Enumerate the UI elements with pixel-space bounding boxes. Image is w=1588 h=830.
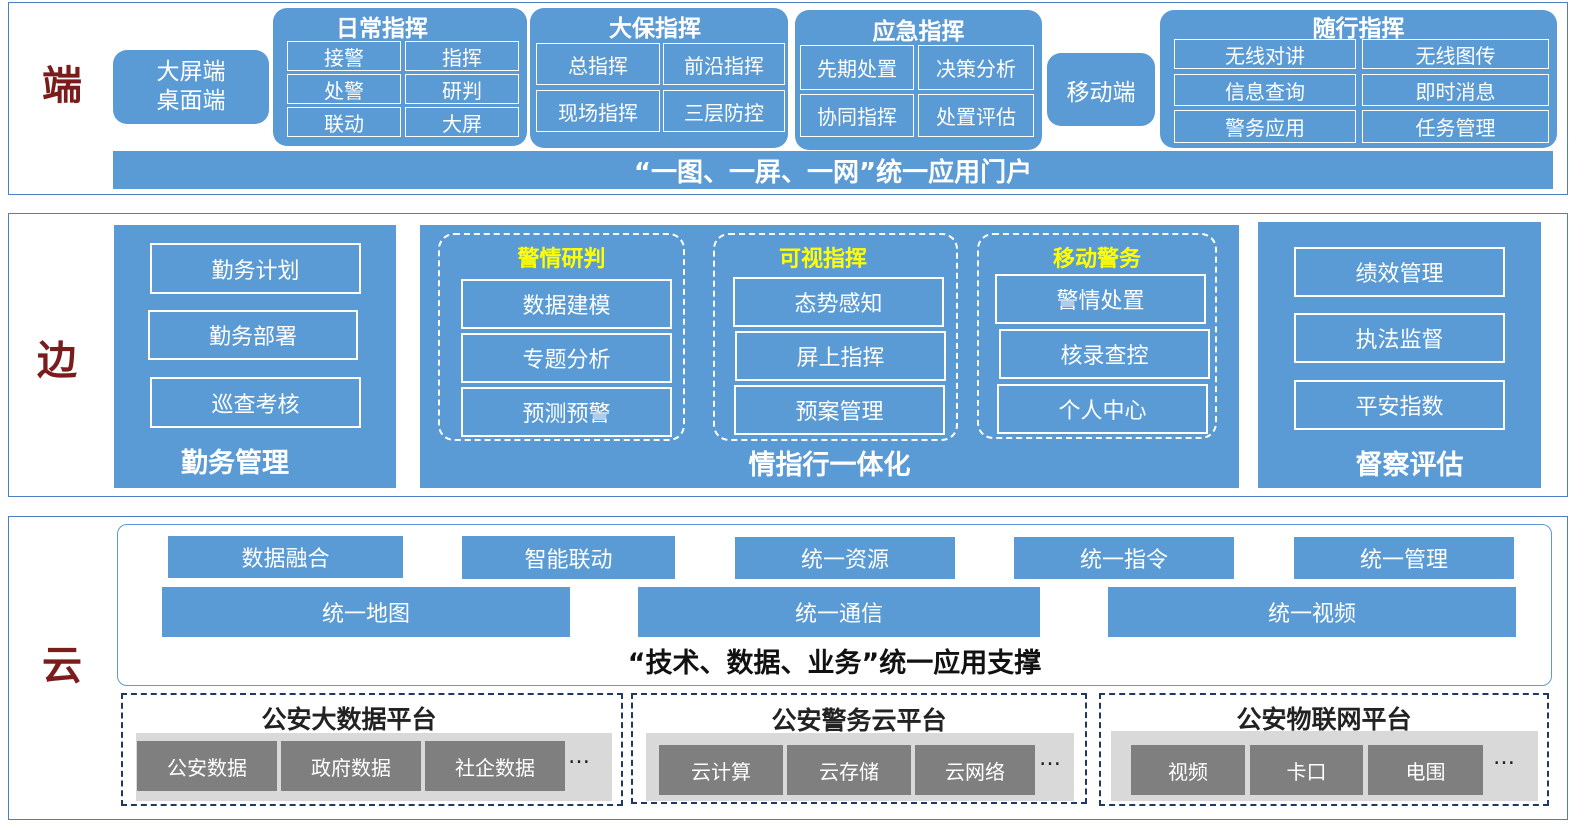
- platform-bigdata-police-data[interactable]: 公安数据: [137, 741, 277, 791]
- group-analysis-frame: [438, 233, 685, 441]
- support-smart-linkage[interactable]: 智能联动: [462, 536, 675, 579]
- unified-portal-bar[interactable]: “一图、一屏、一网”统一应用门户: [113, 151, 1553, 189]
- group-mobile-title: 移动警务: [1052, 247, 1141, 272]
- platform-iot-video[interactable]: 视频: [1131, 745, 1245, 795]
- suixing-item-duijiang[interactable]: 无线对讲: [1174, 39, 1356, 69]
- daily-item-liandong[interactable]: 联动: [287, 107, 401, 137]
- platform-iot-fence[interactable]: 电围: [1368, 745, 1483, 795]
- analysis-item-topic[interactable]: 专题分析: [461, 333, 672, 383]
- screen-end-label: 大屏端: [156, 59, 226, 85]
- suixing-item-chaxun[interactable]: 信息查询: [1174, 74, 1356, 106]
- platform-cloud-computing[interactable]: 云计算: [659, 745, 783, 795]
- platform-bigdata-social-data[interactable]: 社企数据: [425, 741, 565, 791]
- group-mobile-frame: [977, 233, 1217, 439]
- platform-bigdata-frame: [121, 693, 623, 806]
- group-analysis-title: 警情研判: [517, 247, 606, 272]
- analysis-item-modeling[interactable]: 数据建模: [461, 279, 672, 329]
- support-unified-command[interactable]: 统一指令: [1014, 537, 1234, 579]
- desktop-end-label: 桌面端: [156, 88, 226, 114]
- supervision-title: 督察评估: [1355, 450, 1464, 481]
- platform-cloud-frame: [631, 693, 1087, 804]
- group-visual-frame: [713, 233, 958, 441]
- dabao-item-xianchang[interactable]: 现场指挥: [536, 90, 660, 132]
- support-frame: [117, 524, 1552, 686]
- dabao-command-title: 大保指挥: [609, 16, 701, 42]
- tier-label-bian: 边: [37, 338, 77, 384]
- support-unified-communication[interactable]: 统一通信: [638, 587, 1040, 637]
- daily-command-title: 日常指挥: [336, 16, 428, 42]
- suixing-item-yingyong[interactable]: 警务应用: [1174, 110, 1356, 143]
- mobile-end-block[interactable]: 移动端: [1047, 53, 1155, 126]
- emergency-command-title: 应急指挥: [872, 19, 965, 45]
- daily-item-daping[interactable]: 大屏: [405, 107, 519, 137]
- group-visual-title: 可视指挥: [778, 247, 867, 272]
- emergency-item-juece[interactable]: 决策分析: [918, 45, 1034, 90]
- platform-cloud-more: …: [1039, 746, 1061, 771]
- support-unified-map[interactable]: 统一地图: [162, 587, 570, 637]
- mobile-item-personal[interactable]: 个人中心: [997, 384, 1208, 434]
- daily-item-chujing[interactable]: 处警: [287, 74, 401, 104]
- daily-item-yanpan[interactable]: 研判: [405, 74, 519, 104]
- platform-cloud-network[interactable]: 云网络: [915, 745, 1035, 795]
- platform-bigdata-title: 公安大数据平台: [261, 705, 437, 734]
- duty-item-patrol[interactable]: 巡查考核: [150, 377, 361, 428]
- mobile-item-check[interactable]: 核录查控: [999, 329, 1210, 379]
- supervision-item-law[interactable]: 执法监督: [1294, 313, 1505, 363]
- visual-item-awareness[interactable]: 态势感知: [733, 277, 944, 327]
- duty-item-deploy[interactable]: 勤务部署: [148, 310, 358, 360]
- emergency-item-pinggu[interactable]: 处置评估: [918, 94, 1034, 137]
- tier-label-duan: 端: [42, 63, 82, 109]
- platform-iot-checkpoint[interactable]: 卡口: [1250, 745, 1363, 795]
- platform-bigdata-more: …: [568, 744, 590, 769]
- supervision-item-performance[interactable]: 绩效管理: [1294, 247, 1505, 297]
- platform-iot-more: …: [1493, 745, 1515, 770]
- daily-item-zhihui[interactable]: 指挥: [405, 41, 519, 71]
- dabao-item-qianyan[interactable]: 前沿指挥: [663, 43, 785, 85]
- visual-item-plan[interactable]: 预案管理: [734, 385, 945, 435]
- tier-label-yun: 云: [42, 643, 82, 689]
- platform-iot-title: 公安物联网平台: [1236, 705, 1412, 734]
- platform-iot-frame: [1099, 693, 1549, 806]
- emergency-item-xietong[interactable]: 协同指挥: [800, 94, 914, 137]
- emergency-item-xianqi[interactable]: 先期处置: [800, 45, 914, 90]
- supervision-item-safety-index[interactable]: 平安指数: [1294, 380, 1505, 430]
- screen-desktop-block[interactable]: 大屏端 桌面端: [113, 50, 269, 124]
- support-caption: “技术、数据、业务”统一应用支撑: [627, 648, 1042, 679]
- daily-item-jiejing[interactable]: 接警: [287, 41, 401, 71]
- suixing-item-renwu[interactable]: 任务管理: [1362, 110, 1549, 143]
- support-unified-resource[interactable]: 统一资源: [735, 537, 955, 579]
- duty-management-title: 勤务管理: [181, 448, 289, 479]
- analysis-item-forecast[interactable]: 预测预警: [461, 387, 672, 437]
- platform-bigdata-gov-data[interactable]: 政府数据: [281, 741, 421, 791]
- visual-item-onscreen[interactable]: 屏上指挥: [735, 331, 946, 381]
- integration-title: 情指行一体化: [748, 450, 911, 481]
- dabao-item-zongzhihui[interactable]: 总指挥: [536, 43, 660, 85]
- platform-cloud-title: 公安警务云平台: [771, 706, 947, 735]
- dabao-item-sanceng[interactable]: 三层防控: [663, 90, 785, 132]
- suixing-item-tuchuan[interactable]: 无线图传: [1362, 39, 1549, 69]
- duty-item-plan[interactable]: 勤务计划: [150, 243, 361, 294]
- suixing-item-xiaoxi[interactable]: 即时消息: [1362, 74, 1549, 106]
- support-unified-video[interactable]: 统一视频: [1108, 587, 1516, 637]
- support-unified-management[interactable]: 统一管理: [1294, 537, 1514, 579]
- platform-cloud-storage[interactable]: 云存储: [787, 745, 911, 795]
- suixing-command-title: 随行指挥: [1312, 16, 1405, 42]
- mobile-item-handling[interactable]: 警情处置: [995, 274, 1206, 324]
- support-data-fusion[interactable]: 数据融合: [168, 536, 403, 578]
